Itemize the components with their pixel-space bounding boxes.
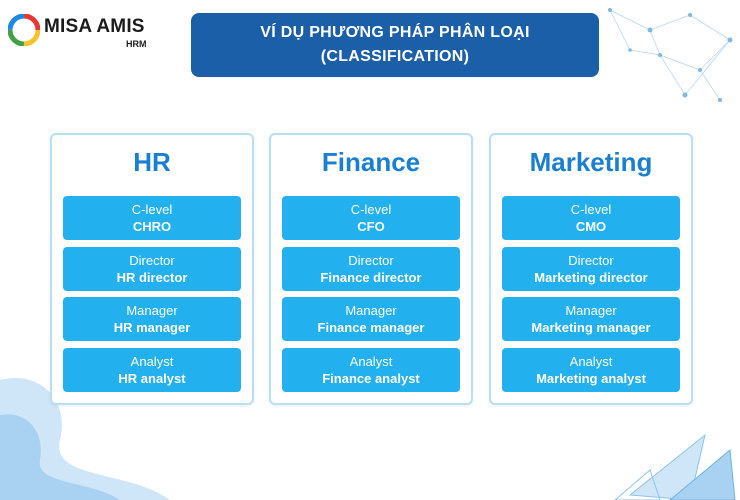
wave-decoration xyxy=(0,378,170,500)
level-box-analyst: Analyst Marketing analyst xyxy=(502,348,680,392)
level-title: Marketing director xyxy=(534,270,648,285)
level-box-director: Director Marketing director xyxy=(502,247,680,291)
level-title: Finance analyst xyxy=(322,371,420,386)
level-box-manager: Manager HR manager xyxy=(63,297,241,341)
network-dots-decoration xyxy=(608,8,733,102)
level-title: HR analyst xyxy=(118,371,186,386)
level-label: Director xyxy=(568,253,614,268)
level-label: C-level xyxy=(570,202,612,217)
level-title: HR director xyxy=(116,270,188,285)
level-box-manager: Manager Marketing manager xyxy=(502,297,680,341)
column-heading: Marketing xyxy=(529,147,653,177)
level-box-analyst: Analyst HR analyst xyxy=(63,348,241,392)
level-box-director: Director HR director xyxy=(63,247,241,291)
column-finance: Finance C-level CFO Director Finance dir… xyxy=(269,133,473,405)
level-box-manager: Manager Finance manager xyxy=(282,297,460,341)
level-label: Manager xyxy=(126,303,178,318)
level-box-c-level: C-level CFO xyxy=(282,196,460,240)
level-label: Analyst xyxy=(130,354,174,369)
level-label: Director xyxy=(348,253,394,268)
brand-logo: MISA AMIS HRM xyxy=(8,10,158,50)
title-banner: VÍ DỤ PHƯƠNG PHÁP PHÂN LOẠI (CLASSIFICAT… xyxy=(191,13,599,77)
level-title: CMO xyxy=(575,219,607,234)
title-line-1: VÍ DỤ PHƯƠNG PHÁP PHÂN LOẠI xyxy=(260,24,530,41)
level-label: Manager xyxy=(565,303,617,318)
level-box-director: Director Finance director xyxy=(282,247,460,291)
title-line-2: (CLASSIFICATION) xyxy=(320,48,470,65)
level-title: Finance manager xyxy=(317,320,425,335)
level-box-c-level: C-level CHRO xyxy=(63,196,241,240)
level-title: HR manager xyxy=(113,320,191,335)
level-title: CFO xyxy=(357,219,385,234)
level-title: CHRO xyxy=(132,219,172,234)
column-heading: Finance xyxy=(321,147,421,177)
level-box-analyst: Analyst Finance analyst xyxy=(282,348,460,392)
level-label: Manager xyxy=(345,303,397,318)
level-title: Marketing analyst xyxy=(536,371,646,386)
logo-text: MISA AMIS xyxy=(44,16,145,37)
triangle-decoration xyxy=(614,433,736,500)
level-label: Director xyxy=(129,253,175,268)
level-label: C-level xyxy=(131,202,173,217)
level-title: Marketing manager xyxy=(531,320,651,335)
level-label: Analyst xyxy=(349,354,393,369)
level-title: Finance director xyxy=(320,270,422,285)
logo-subtext: HRM xyxy=(126,39,147,49)
column-hr: HR C-level CHRO Director HR director Man… xyxy=(50,133,254,405)
column-marketing: Marketing C-level CMO Director Marketing… xyxy=(489,133,693,405)
level-label: C-level xyxy=(350,202,392,217)
level-label: Analyst xyxy=(569,354,613,369)
column-heading: HR xyxy=(133,147,171,177)
misa-logo-icon xyxy=(8,14,40,46)
level-box-c-level: C-level CMO xyxy=(502,196,680,240)
